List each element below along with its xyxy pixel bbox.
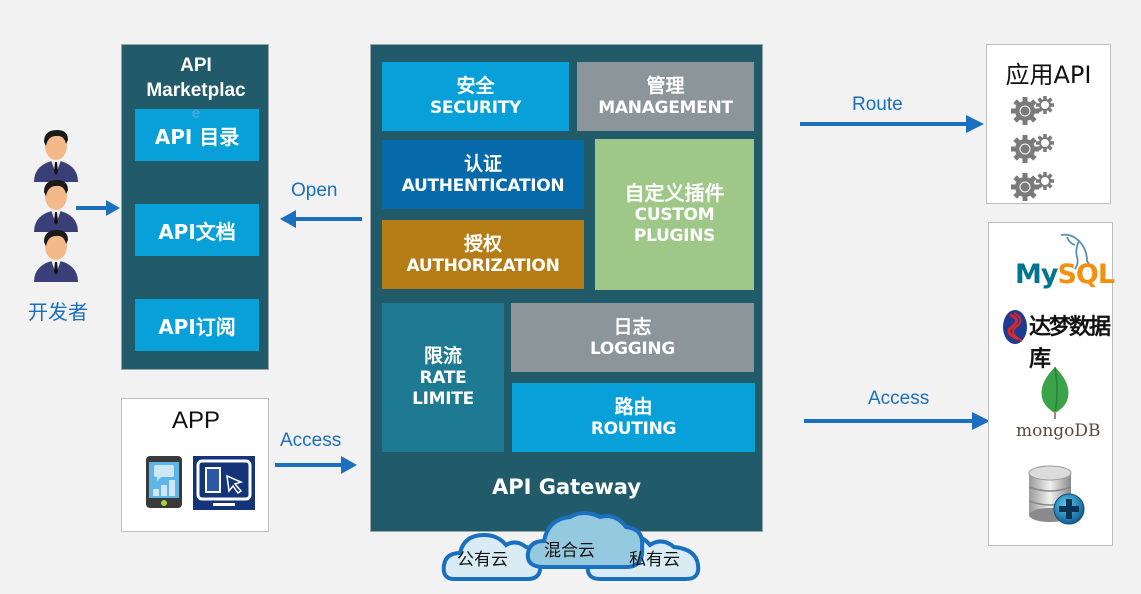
developer-person-icon (34, 180, 78, 232)
tile-logging[interactable]: 日志 LOGGING (511, 303, 754, 372)
tile-authentication-cn: 认证 (463, 152, 502, 175)
clouds-group (441, 511, 701, 581)
mysql-dolphin-icon (1060, 233, 1096, 272)
hybrid-cloud-icon (525, 511, 645, 569)
gears-icon (1011, 134, 1054, 163)
tile-management-cn: 管理 (646, 74, 685, 97)
tile-custom-plugins-en2: PLUGINS (633, 226, 716, 246)
tile-security-en: SECURITY (429, 97, 522, 118)
tile-custom-plugins-en1: CUSTOM (634, 205, 715, 225)
tile-routing-en: ROUTING (590, 418, 677, 439)
developers-group (30, 126, 90, 286)
tile-rate-limit-en1: RATE (419, 368, 467, 388)
tile-routing-cn: 路由 (614, 395, 653, 418)
arrow-developers-to-marketplace (76, 200, 120, 216)
open-label: Open (291, 180, 338, 201)
developers-label: 开发者 (28, 300, 88, 324)
arrow-route (800, 115, 984, 133)
mysql-logo-sql: SQL (1057, 259, 1115, 290)
api-gateway-panel: 安全 SECURITY 管理 MANAGEMENT 认证 AUTHENTICAT… (370, 44, 763, 532)
app-api-box: 应用API (986, 44, 1111, 204)
gateway-title: API Gateway (491, 475, 642, 499)
private-cloud-label: 私有云 (629, 550, 680, 570)
gears-icon (1011, 172, 1054, 201)
tile-routing[interactable]: 路由 ROUTING (512, 383, 755, 452)
tile-authorization-en: AUTHORIZATION (406, 255, 560, 276)
database-add-icon (1028, 465, 1085, 525)
access-label-left: Access (280, 430, 342, 451)
marketplace-title-line2: Marketplac (146, 80, 246, 101)
gears-icon (1011, 96, 1054, 125)
marketplace-item-catalog[interactable]: API 目录 (135, 109, 259, 161)
marketplace-item-subscription[interactable]: API订阅 (135, 299, 259, 351)
app-title: APP (171, 407, 221, 434)
developer-person-icon (34, 130, 78, 182)
tile-custom-plugins[interactable]: 自定义插件 CUSTOM PLUGINS (595, 139, 754, 290)
marketplace-title-line1: API (180, 55, 212, 76)
tile-rate-limit[interactable]: 限流 RATE LIMITE (382, 303, 504, 452)
marketplace-item-docs[interactable]: API文档 (135, 204, 259, 256)
mysql-logo: MySQL (1015, 259, 1115, 290)
tile-custom-plugins-cn: 自定义插件 (624, 181, 725, 205)
tile-security[interactable]: 安全 SECURITY (382, 62, 569, 131)
tile-rate-limit-en2: LIMITE (412, 389, 474, 409)
marketplace-title: API Marketplac (122, 53, 270, 103)
arrow-access-left (275, 456, 357, 474)
mysql-logo-my: My (1015, 259, 1058, 290)
tile-management[interactable]: 管理 MANAGEMENT (577, 62, 754, 131)
tile-logging-cn: 日志 (613, 315, 652, 338)
tile-rate-limit-cn: 限流 (423, 345, 462, 367)
hybrid-cloud-label: 混合云 (544, 541, 595, 561)
tile-authorization[interactable]: 授权 AUTHORIZATION (382, 220, 584, 289)
access-label-right: Access (868, 388, 930, 409)
monitor-cursor-icon (193, 456, 255, 510)
route-label: Route (852, 94, 903, 115)
app-box: APP (121, 398, 269, 532)
tile-authentication[interactable]: 认证 AUTHENTICATION (382, 140, 584, 209)
mongodb-logo-text: mongoDB (1016, 421, 1101, 441)
tile-authentication-en: AUTHENTICATION (401, 175, 565, 196)
tile-logging-en: LOGGING (590, 338, 675, 359)
api-marketplace-panel: API Marketplac API 目录 e API文档 API订阅 (121, 44, 269, 370)
mobile-chart-icon (146, 456, 182, 508)
app-api-title: 应用API (1005, 61, 1092, 89)
public-cloud-label: 公有云 (457, 550, 508, 570)
arrow-open (280, 210, 362, 228)
tile-authorization-cn: 授权 (463, 232, 502, 255)
mongodb-leaf-icon (1041, 366, 1069, 419)
tile-management-en: MANAGEMENT (598, 97, 733, 118)
developer-person-icon (34, 230, 78, 282)
tile-security-cn: 安全 (456, 74, 495, 97)
arrow-access-right (804, 412, 990, 430)
marketplace-title-line3: e (191, 105, 201, 122)
dameng-logo-icon (1003, 310, 1027, 344)
databases-box: MySQL 达梦数据库 mongoDB (988, 222, 1115, 546)
dameng-logo-text: 达梦数据库 (1029, 315, 1111, 372)
